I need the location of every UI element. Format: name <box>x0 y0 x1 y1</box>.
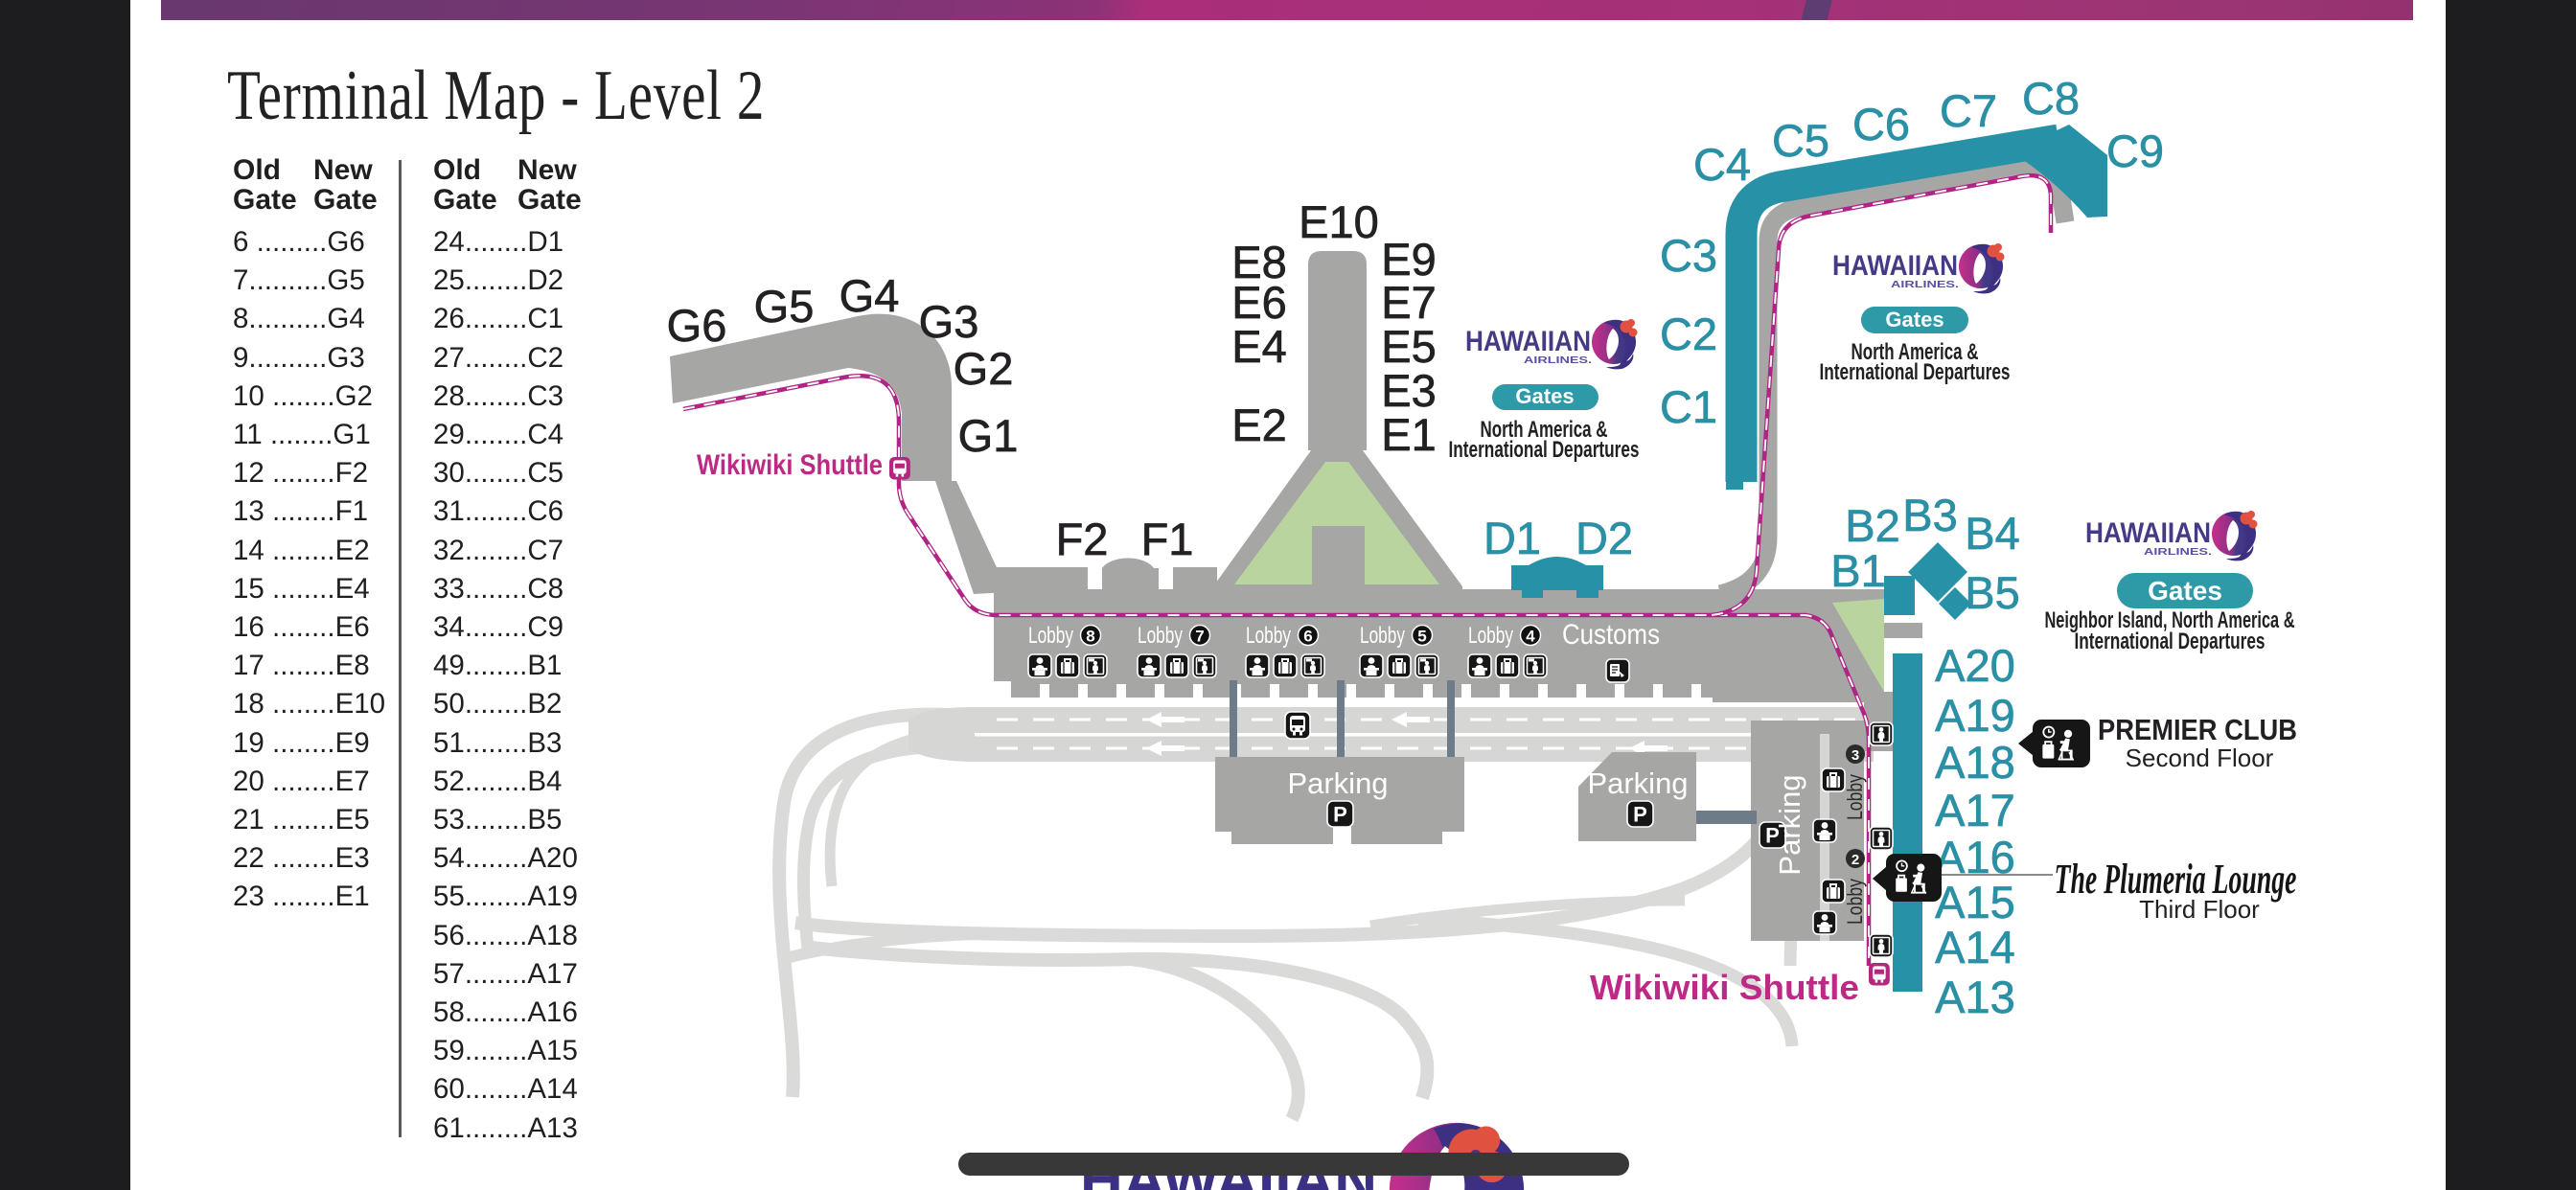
svg-text:A17: A17 <box>1935 785 2015 835</box>
svg-text:Lobby: Lobby <box>1028 623 1073 649</box>
svg-text:Customs: Customs <box>1562 619 1660 651</box>
svg-text:G4: G4 <box>840 270 900 321</box>
svg-text:E9: E9 <box>1381 234 1437 285</box>
svg-text:International Departures: International Departures <box>1820 359 2011 385</box>
svg-text:G3: G3 <box>919 296 979 347</box>
svg-text:E4: E4 <box>1231 321 1287 372</box>
svg-text:A15: A15 <box>1935 877 2015 927</box>
svg-text:Wikiwiki Shuttle: Wikiwiki Shuttle <box>697 449 883 481</box>
svg-text:6: 6 <box>1303 628 1312 646</box>
svg-text:C8: C8 <box>2022 73 2080 124</box>
svg-text:B3: B3 <box>1902 490 1958 540</box>
svg-text:F1: F1 <box>1141 514 1194 564</box>
svg-text:Second Floor: Second Floor <box>2126 744 2274 772</box>
svg-text:C4: C4 <box>1693 139 1751 190</box>
svg-text:Gates: Gates <box>1885 308 1944 332</box>
svg-text:8: 8 <box>1086 628 1094 646</box>
svg-text:A18: A18 <box>1935 737 2015 788</box>
svg-text:2: 2 <box>1852 852 1859 868</box>
svg-text:Lobby: Lobby <box>1360 623 1405 649</box>
svg-text:B1: B1 <box>1830 545 1886 596</box>
svg-text:Lobby: Lobby <box>1138 623 1183 649</box>
svg-text:B5: B5 <box>1965 567 2020 618</box>
svg-text:A19: A19 <box>1935 690 2015 741</box>
svg-text:G2: G2 <box>954 343 1014 394</box>
svg-text:E3: E3 <box>1381 365 1437 416</box>
svg-text:A14: A14 <box>1935 922 2015 973</box>
svg-text:3: 3 <box>1852 747 1859 764</box>
svg-text:F2: F2 <box>1056 514 1109 564</box>
svg-text:C1: C1 <box>1660 381 1717 432</box>
svg-text:Wikiwiki Shuttle: Wikiwiki Shuttle <box>1590 968 1859 1007</box>
svg-text:Gates: Gates <box>1515 384 1574 408</box>
svg-text:E1: E1 <box>1381 409 1437 460</box>
svg-text:E5: E5 <box>1381 321 1437 372</box>
svg-text:G6: G6 <box>667 300 727 351</box>
svg-text:E6: E6 <box>1231 277 1287 328</box>
svg-text:D2: D2 <box>1576 513 1633 563</box>
svg-text:International Departures: International Departures <box>1449 437 1640 463</box>
svg-text:5: 5 <box>1417 628 1426 646</box>
svg-text:Lobby: Lobby <box>1843 774 1867 820</box>
svg-text:The Plumeria Lounge: The Plumeria Lounge <box>2055 856 2297 903</box>
svg-text:E8: E8 <box>1231 237 1287 287</box>
svg-text:Lobby: Lobby <box>1468 623 1513 649</box>
svg-text:C2: C2 <box>1660 309 1717 359</box>
svg-text:A20: A20 <box>1935 640 2015 691</box>
svg-text:E10: E10 <box>1299 196 1379 247</box>
svg-text:North America &: North America & <box>1481 417 1608 443</box>
svg-text:B4: B4 <box>1965 508 2020 559</box>
svg-text:Gates: Gates <box>2148 576 2222 606</box>
svg-text:G1: G1 <box>958 410 1019 461</box>
svg-text:Parking: Parking <box>1773 774 1806 875</box>
svg-text:Parking: Parking <box>1587 767 1688 800</box>
svg-text:Lobby: Lobby <box>1246 623 1291 649</box>
svg-text:D1: D1 <box>1484 513 1541 563</box>
svg-text:Neighbor Island, North America: Neighbor Island, North America & <box>2045 607 2295 633</box>
svg-text:Third Floor: Third Floor <box>2139 895 2260 924</box>
svg-text:E2: E2 <box>1231 400 1287 450</box>
svg-text:4: 4 <box>1526 628 1535 646</box>
svg-text:B2: B2 <box>1845 500 1900 551</box>
svg-text:E7: E7 <box>1381 277 1437 328</box>
svg-text:G5: G5 <box>754 281 815 332</box>
svg-text:C5: C5 <box>1772 115 1829 166</box>
svg-text:Parking: Parking <box>1287 767 1388 800</box>
svg-text:C6: C6 <box>1852 99 1910 149</box>
svg-text:7: 7 <box>1195 628 1204 646</box>
svg-text:North America &: North America & <box>1852 339 1979 365</box>
svg-text:International Departures: International Departures <box>2075 629 2266 654</box>
svg-text:C3: C3 <box>1660 230 1717 281</box>
svg-text:C7: C7 <box>1940 85 1997 136</box>
svg-text:A13: A13 <box>1935 972 2015 1022</box>
svg-text:C9: C9 <box>2106 126 2164 176</box>
svg-text:Lobby: Lobby <box>1843 879 1867 925</box>
svg-text:PREMIER CLUB: PREMIER CLUB <box>2098 713 2297 746</box>
